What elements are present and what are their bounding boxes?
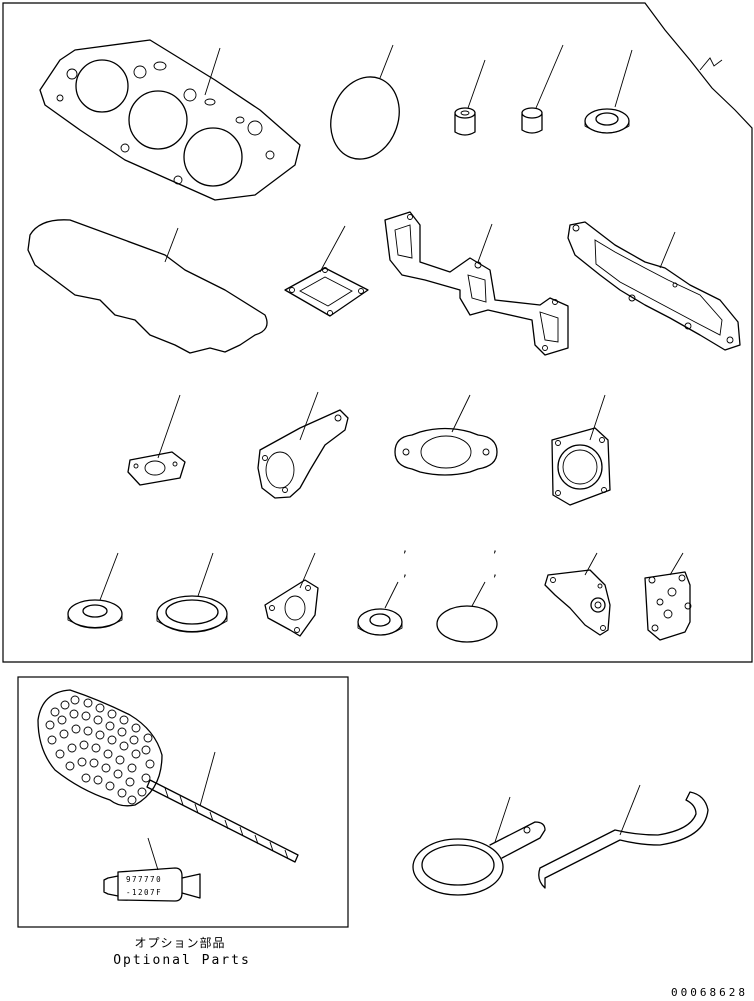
leader-line-23 [494,796,511,843]
seal-ring-large [156,595,228,633]
cylinder-hone-brush [37,689,299,863]
small-flange-gasket [127,451,186,486]
valve-stem-seal-1 [454,107,476,136]
leader-line-5 [614,49,633,108]
leader-line-14 [99,552,119,601]
tick-mark-3: , [493,541,497,555]
leader-line-6 [164,227,179,263]
tube-label-line-2: -1207F [126,888,162,897]
tube-label-line-1: 977770 [126,875,162,884]
optional-parts-caption-jp: オプション部品 [134,936,226,950]
leader-line-13 [589,394,606,441]
leader-line-24 [619,784,641,836]
leader-line-10 [157,394,181,459]
leader-line-15 [197,552,214,597]
tick-mark-4: , [493,565,497,579]
seal-washer-3 [357,608,403,636]
head-cover-gasket [27,219,268,354]
triangular-flange-gasket [264,579,319,637]
valve-stem-seal-2 [521,107,543,134]
frame-break-mark [699,57,723,71]
water-pump-gasket [551,427,611,506]
exhaust-manifold-gasket [567,221,741,351]
tick-mark-2: , [403,565,407,579]
cylinder-head-gasket [39,39,301,201]
o-ring-large [330,76,400,160]
liquid-gasket-tube: 977770 -1207F [103,867,201,902]
tick-mark-1: , [403,541,407,555]
leader-line-11 [299,391,319,441]
seal-washer-2 [67,599,123,629]
oval-flange-gasket [394,427,498,476]
seal-washer-1 [584,108,630,134]
leader-line-17 [384,581,399,609]
leader-line-7 [319,225,346,273]
o-ring-medium [436,605,498,643]
intake-manifold-gasket [384,211,569,356]
leader-line-19 [584,552,598,576]
leader-line-16 [299,552,316,589]
leader-line-20 [669,552,684,576]
ring-spanner-wrench [412,821,546,896]
leader-line-9 [659,231,676,269]
oil-filter-bracket-gasket [257,409,349,499]
optional-parts-caption-en: Optional Parts [113,953,251,968]
leader-line-22 [147,837,159,871]
thermostat-gasket [284,267,369,317]
leader-line-18 [471,581,486,607]
drawing-number: 00068628 [671,986,748,999]
leader-line-2 [379,44,394,79]
leader-line-12 [451,394,471,433]
timing-cover-gasket [544,569,611,636]
cover-plate-gasket [644,571,692,641]
leader-line-4 [535,44,564,109]
hook-spanner-wrench [538,791,709,889]
optional-parts-frame [17,676,349,928]
leader-line-1 [204,47,221,96]
leader-line-8 [477,223,493,263]
main-parts-frame [2,2,753,663]
leader-line-21 [199,751,216,807]
leader-line-3 [467,59,486,109]
